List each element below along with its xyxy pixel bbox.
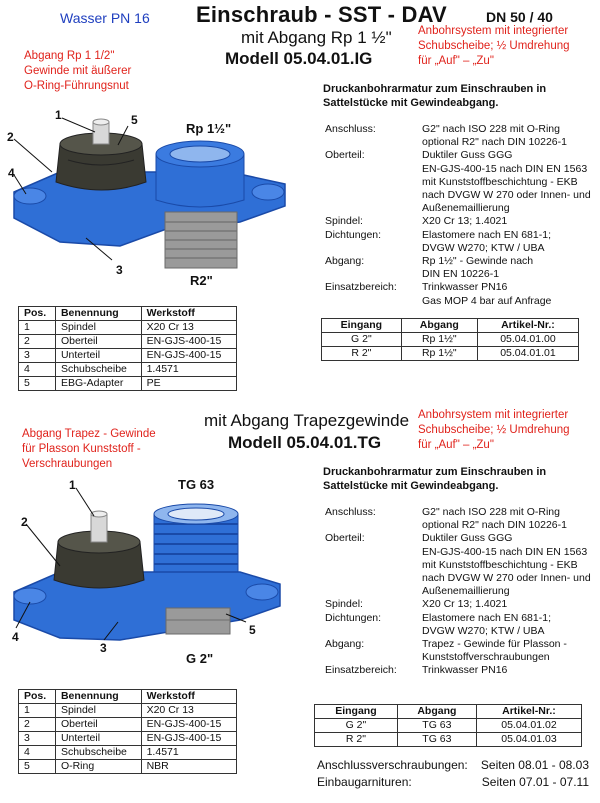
section2-label-4: 4 — [12, 630, 19, 644]
footer-row-anschluss: Anschlussverschraubungen: Seiten 08.01 -… — [317, 758, 589, 772]
trapez-thread-bore — [167, 507, 225, 521]
flange-body — [13, 571, 281, 641]
section1-label-4: 4 — [8, 166, 15, 180]
section2-subtitle: mit Abgang Trapezgewinde — [204, 411, 410, 430]
bottom-thread-lines — [165, 221, 237, 259]
size-label: DN 50 / 40 — [486, 9, 553, 25]
section1-description: Druckanbohrarmatur zum Einschrauben in S… — [323, 83, 547, 109]
section2-left-note: Abgang Trapez - Gewinde für Plasson Kuns… — [22, 428, 156, 470]
section1-label-5: 5 — [131, 113, 138, 127]
outlet-bore — [169, 145, 231, 163]
bottom-thread — [165, 607, 231, 635]
section2-right-note: Anbohrsystem mit integrierter Schubschei… — [418, 409, 570, 451]
section2-label-5: 5 — [249, 623, 256, 637]
section2-label-2: 2 — [21, 515, 28, 529]
section2-label-1: 1 — [69, 478, 76, 492]
table-row: G 2"Rp 1½"05.04.01.00 — [321, 332, 580, 347]
outlet-socket — [155, 153, 245, 208]
table-row: R 2"Rp 1½"05.04.01.01 — [321, 346, 580, 361]
section2-top-thread-label: TG 63 — [178, 477, 215, 492]
section2-model: Modell 05.04.01.TG — [228, 433, 382, 452]
section1-model: Modell 05.04.01.IG — [225, 49, 373, 68]
section2-bottom-thread-label: G 2" — [186, 651, 214, 666]
section1-top-thread-label: Rp 1½" — [186, 121, 232, 136]
series-label: Wasser PN 16 — [60, 10, 150, 26]
leader-lines — [15, 487, 247, 641]
section1-fitting-drawing — [13, 117, 286, 269]
footer-row-einbau: Einbaugarnituren: Seiten 07.01 - 07.11 — [317, 775, 589, 789]
section1-label-3: 3 — [116, 263, 123, 277]
spindle-top — [92, 118, 110, 126]
seal-cap-groove — [67, 159, 135, 166]
page-title: Einschraub - SST - DAV — [196, 2, 447, 27]
section1-bottom-thread-label: R2" — [190, 273, 213, 288]
section1-left-note: Abgang Rp 1 1/2" Gewinde mit äußerer O-R… — [24, 50, 132, 92]
section2-description: Druckanbohrarmatur zum Einschrauben in S… — [323, 466, 547, 492]
flange-lug-left — [13, 187, 47, 205]
section1-label-1: 1 — [55, 108, 62, 122]
trapez-thread-lines — [154, 523, 238, 565]
flange-lug-left — [13, 587, 47, 605]
section2-fitting-drawing — [13, 487, 281, 641]
leader-lines — [13, 117, 129, 261]
flange-lug-right — [251, 183, 285, 201]
footer-references: Anschlussverschraubungen: Seiten 08.01 -… — [317, 757, 589, 791]
section1-right-note: Anbohrsystem mit integrierter Schubschei… — [418, 25, 570, 67]
section1-label-2: 2 — [7, 130, 14, 144]
section1-subtitle: mit Abgang Rp 1 ½" — [241, 28, 392, 47]
spindle-top — [90, 510, 108, 518]
section2-label-3: 3 — [100, 641, 107, 655]
spindle — [90, 513, 108, 543]
flange-lug-right — [245, 583, 279, 601]
